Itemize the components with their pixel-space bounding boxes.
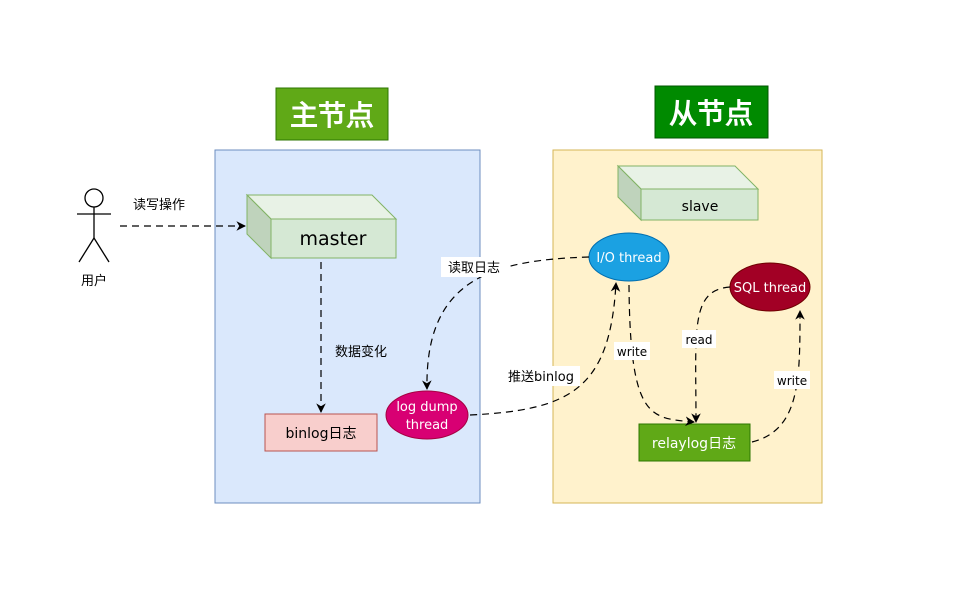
edge-io-to-logdump	[422, 256, 590, 390]
relaylog-node	[638, 423, 751, 462]
edge-label-data-change-text: 数据变化	[335, 344, 387, 360]
sql-thread-label: SQL thread	[734, 281, 806, 296]
edge-relaylog-to-sql	[751, 310, 805, 443]
edge-sql-to-relaylog	[691, 286, 731, 423]
edge-label-read-sql: read	[682, 330, 716, 348]
slave-title: 从节点	[654, 85, 769, 139]
log-dump-label-line1: log dump	[396, 400, 457, 415]
user-label: 用户	[81, 273, 107, 289]
edge-label-write-sql: write	[774, 371, 810, 389]
log-dump-label-line2: thread	[406, 418, 449, 433]
edge-label-write-sql-text: write	[777, 374, 807, 388]
log-dump-thread-node	[385, 390, 469, 440]
master-node	[245, 193, 398, 260]
master-title-text: 主节点	[290, 99, 374, 132]
edge-label-read-log: 读取日志	[441, 257, 507, 277]
edge-label-user-master-text: 读写操作	[133, 197, 185, 213]
master-label: master	[299, 228, 366, 250]
slave-node	[616, 164, 760, 222]
edge-label-user-master: 读写操作	[126, 193, 192, 213]
io-thread-label: I/O thread	[596, 251, 661, 266]
binlog-label: binlog日志	[286, 426, 357, 442]
relaylog-label: relaylog日志	[652, 436, 736, 452]
edge-io-to-relaylog	[628, 284, 695, 426]
edge-logdump-to-io	[469, 282, 621, 416]
slave-title-text: 从节点	[669, 97, 753, 130]
edge-label-write-io-text: write	[617, 345, 647, 359]
slave-label: slave	[682, 199, 719, 215]
edge-label-data-change: 数据变化	[328, 341, 394, 361]
master-title: 主节点	[275, 87, 389, 141]
edge-label-push-binlog: 推送binlog	[502, 366, 580, 386]
edge-label-read-sql-text: read	[685, 333, 712, 347]
binlog-node	[264, 413, 378, 452]
edge-label-read-log-text: 读取日志	[448, 261, 500, 276]
edge-label-push-binlog-text: 推送binlog	[508, 370, 574, 385]
user-actor-icon	[77, 188, 111, 263]
edge-label-write-io: write	[614, 342, 650, 360]
